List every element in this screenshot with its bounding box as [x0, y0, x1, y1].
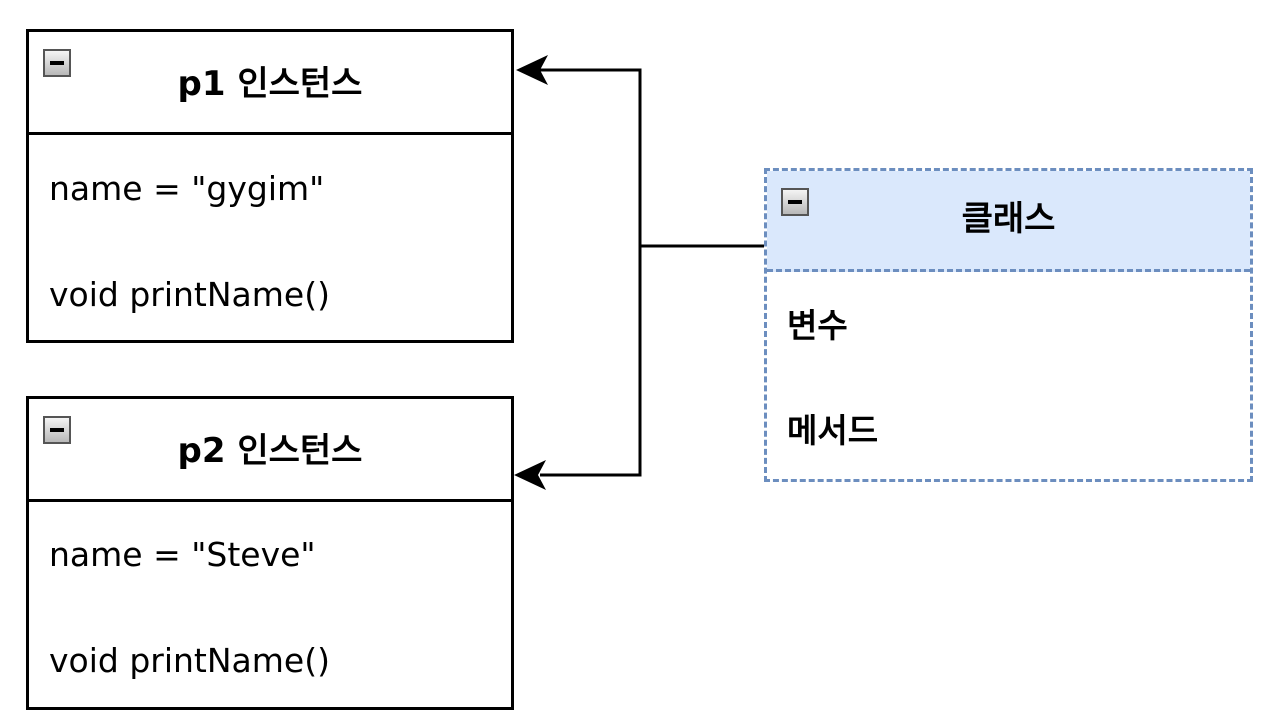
class-header: 클래스 [767, 171, 1250, 272]
p1-field: name = "gygim" [49, 169, 325, 208]
p2-method: void printName() [49, 641, 330, 680]
p1-method: void printName() [49, 275, 330, 314]
class-title: 클래스 [961, 199, 1056, 239]
p2-instance-header: p2 인스턴스 [29, 399, 511, 502]
p2-field: name = "Steve" [49, 535, 316, 574]
class-box[interactable]: 클래스 변수 메서드 [764, 168, 1253, 482]
collapse-icon[interactable] [781, 188, 809, 216]
p1-instance-header: p1 인스턴스 [29, 32, 511, 135]
edge-junction-to-p1 [540, 68, 642, 246]
p1-instance-box[interactable]: p1 인스턴스 name = "gygim" void printName() [26, 29, 514, 343]
collapse-icon[interactable] [43, 416, 71, 444]
edge-junction-to-p2 [540, 246, 642, 477]
p1-instance-title: p1 인스턴스 [177, 64, 363, 104]
collapse-icon[interactable] [43, 49, 71, 77]
p2-instance-box[interactable]: p2 인스턴스 name = "Steve" void printName() [26, 396, 514, 710]
arrowhead-p1 [516, 55, 548, 85]
arrowhead-p2 [514, 460, 546, 490]
class-item-variables: 변수 [787, 306, 848, 345]
p2-instance-title: p2 인스턴스 [177, 431, 363, 471]
class-item-methods: 메서드 [787, 411, 879, 450]
